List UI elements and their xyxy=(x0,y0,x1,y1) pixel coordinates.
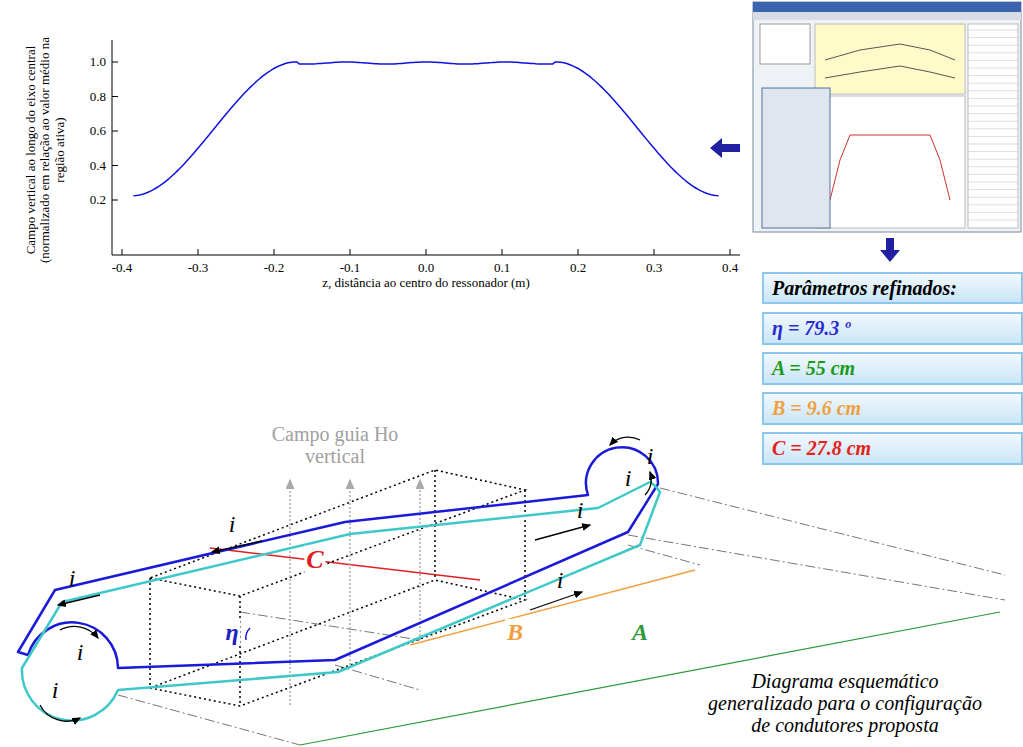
block-arrow xyxy=(880,238,900,262)
parameter-row: η = 79.3 º xyxy=(762,312,1023,345)
dimension-label: η xyxy=(223,619,240,645)
tick-label: -0.4 xyxy=(112,261,133,275)
dimension-c xyxy=(210,548,480,580)
current-label: i xyxy=(229,511,236,537)
dimension-label: C xyxy=(304,546,325,575)
tick-label: 0.4 xyxy=(722,261,738,275)
dimension-label: B xyxy=(505,619,525,645)
chart-axes xyxy=(112,40,740,255)
current-label: i xyxy=(625,465,632,491)
angle-arc xyxy=(246,628,250,640)
current-label: i xyxy=(69,565,76,591)
active-region-box xyxy=(150,470,525,706)
current-label: i xyxy=(577,497,584,523)
tick-label: 0.3 xyxy=(646,261,662,275)
caption: Diagrama esquemático generalizado para o… xyxy=(708,670,983,736)
tick-label: 0.2 xyxy=(90,193,106,207)
axis-title: z, distância ao centro do ressonador (m) xyxy=(322,276,530,290)
parameter-text: Parâmetros refinados: xyxy=(772,277,957,300)
guide-field-arrows xyxy=(290,480,420,705)
table-header: Parâmetros refinados: xyxy=(762,272,1023,304)
current-label: i xyxy=(647,443,654,469)
conductor-blue xyxy=(18,447,658,668)
field-curve xyxy=(133,62,718,196)
parameter-text: η = 79.3 º xyxy=(772,317,850,340)
current-label: i xyxy=(52,677,59,703)
parameter-text: C = 27.8 cm xyxy=(772,437,871,460)
tick-label: -0.1 xyxy=(340,261,361,275)
dimension-label: A xyxy=(630,619,650,645)
tick-label: 0.4 xyxy=(90,158,106,172)
parameter-text: A = 55 cm xyxy=(772,357,855,380)
block-arrow xyxy=(710,138,740,158)
parameter-row: B = 9.6 cm xyxy=(762,392,1023,425)
tick-label: -0.3 xyxy=(188,261,209,275)
axis-title: Campo vertical ao longo do eixo central … xyxy=(24,30,67,270)
tick-label: 0.6 xyxy=(90,124,106,138)
dimension-a xyxy=(300,612,1000,745)
construction-lines xyxy=(118,488,1005,745)
parameter-text: B = 9.6 cm xyxy=(772,397,861,420)
conductor-cyan xyxy=(22,482,660,721)
software-screenshot xyxy=(753,2,1021,232)
tick-label: 0.0 xyxy=(418,261,434,275)
parameter-row: C = 27.8 cm xyxy=(762,432,1023,465)
tick-label: 0.8 xyxy=(90,89,106,103)
current-label: i xyxy=(77,639,84,665)
tick-label: 0.2 xyxy=(570,261,586,275)
tick-label: 1.0 xyxy=(90,55,106,69)
current-arrows xyxy=(40,437,651,721)
current-label: i xyxy=(557,567,564,593)
field-label: Campo guia Ho vertical xyxy=(248,423,423,467)
tick-label: 0.1 xyxy=(494,261,510,275)
parameter-row: A = 55 cm xyxy=(762,352,1023,385)
tick-label: -0.2 xyxy=(264,261,285,275)
